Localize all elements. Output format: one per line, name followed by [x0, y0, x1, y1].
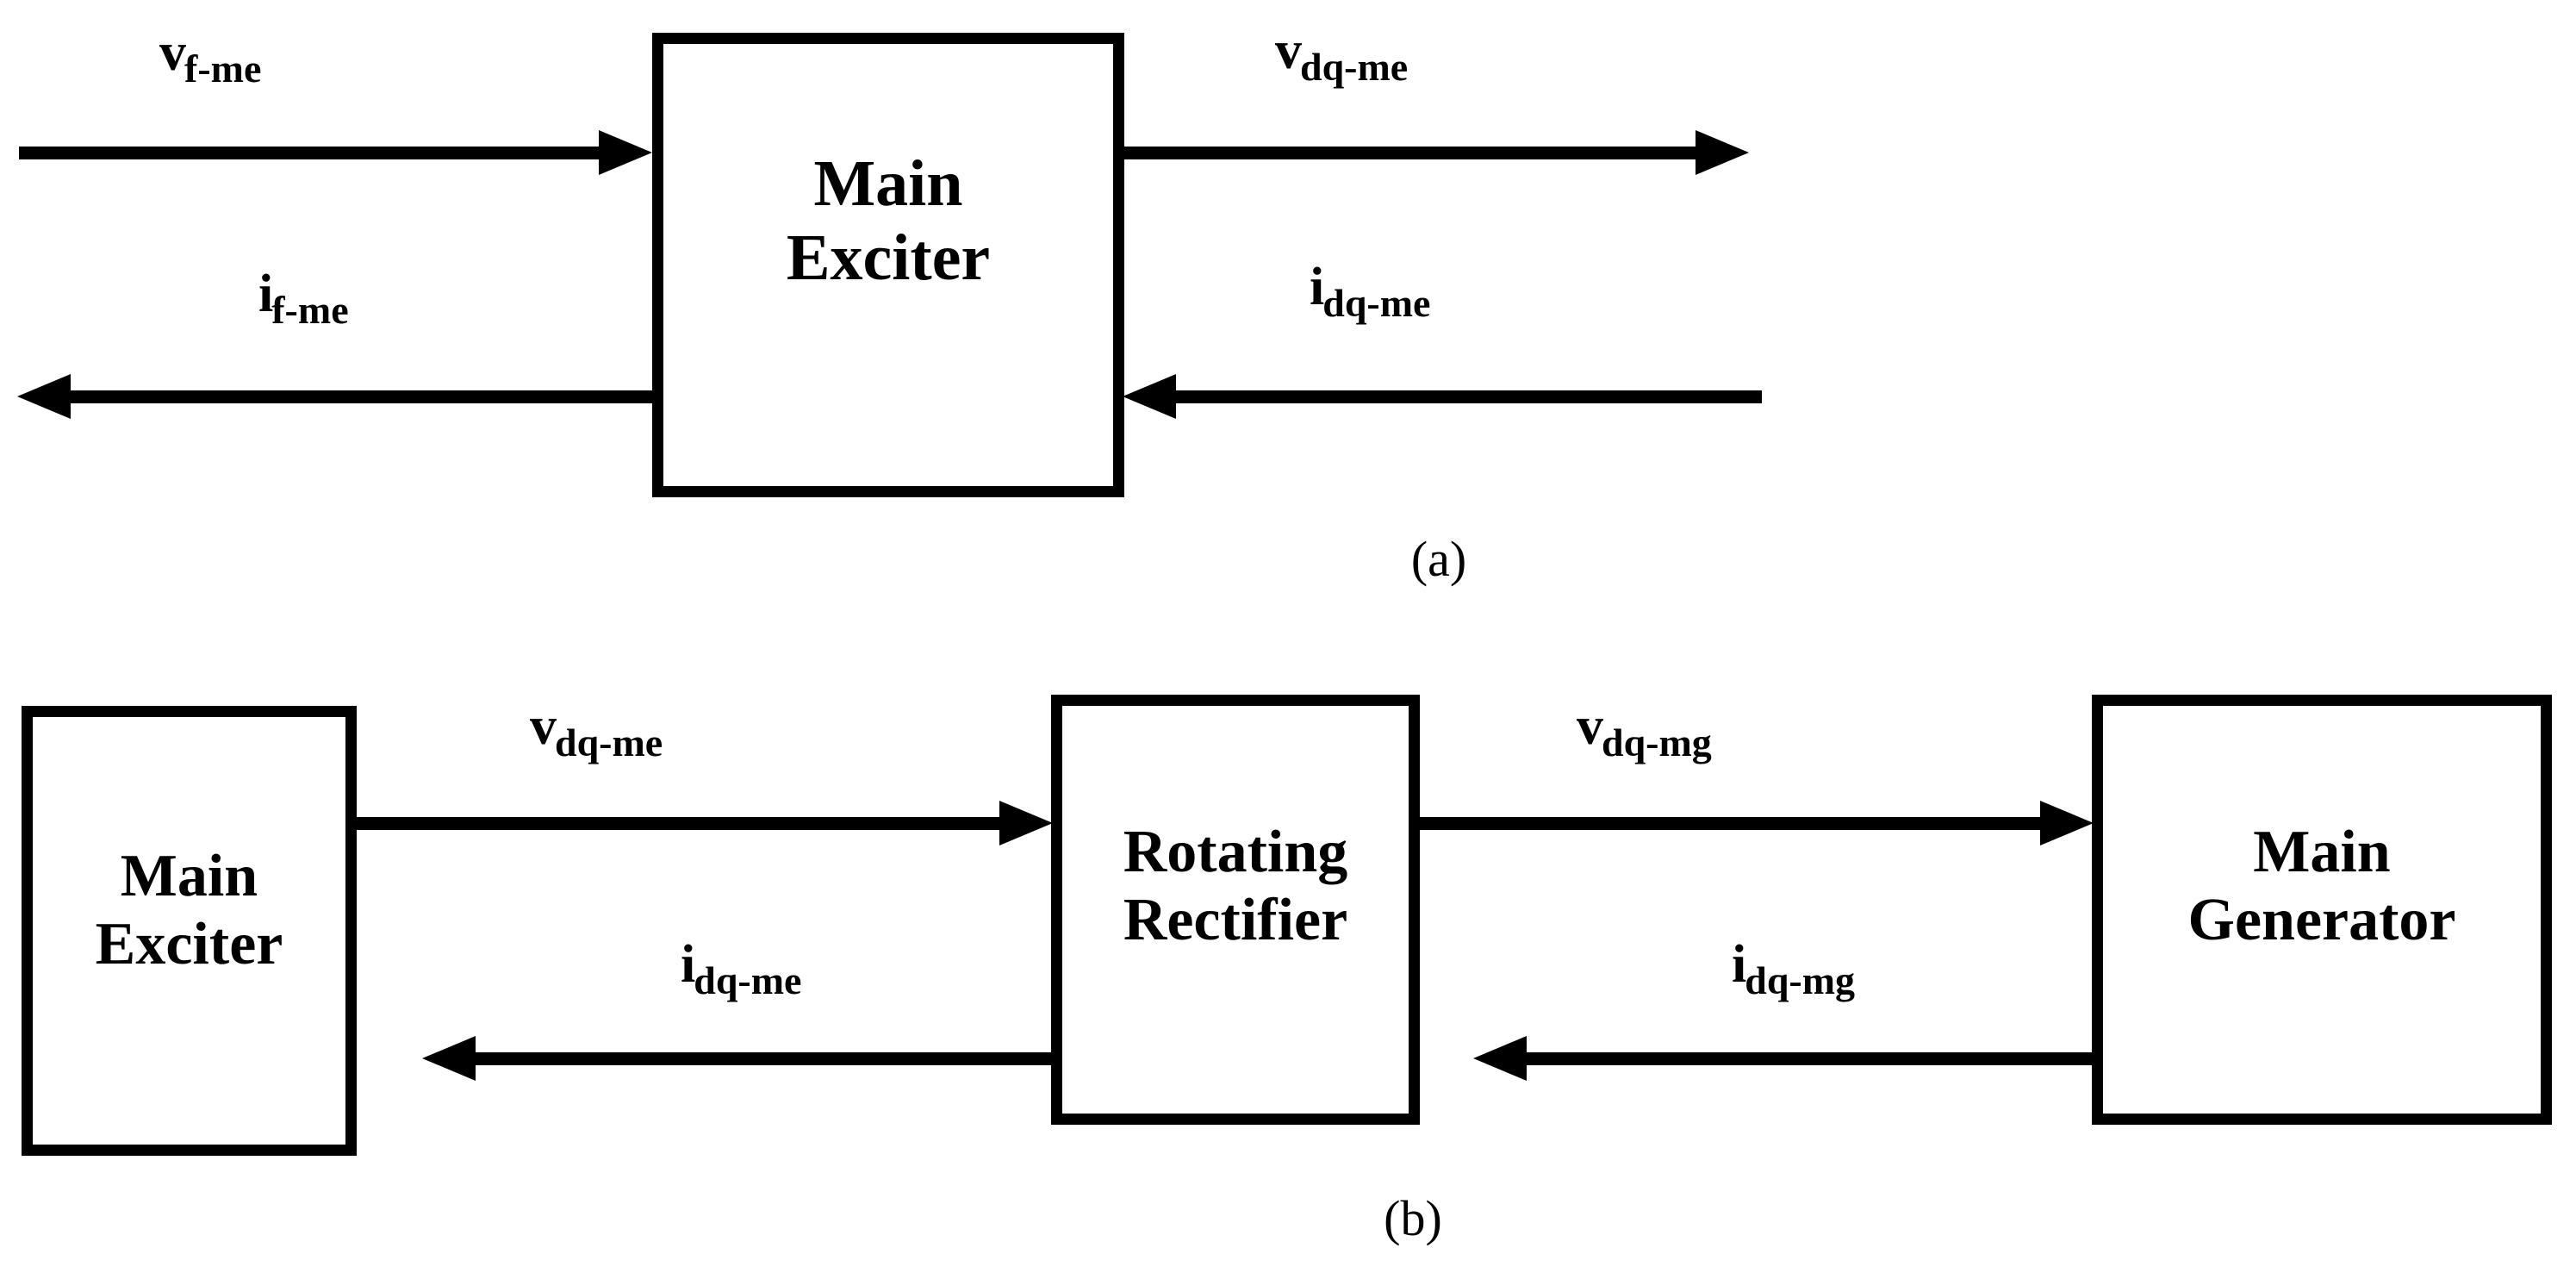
- panel-caption-a: (a): [1410, 531, 1467, 587]
- signal-label-i-dq-mg: idq-mg: [1732, 935, 1857, 1001]
- signal-subscript: dq-mg: [1602, 721, 1712, 764]
- block-label-line1: Main: [813, 147, 963, 220]
- arrowhead-left-icon: [1473, 1036, 1527, 1081]
- block-main-exciter-a: Main Exciter: [652, 33, 1124, 497]
- arrowhead-left-icon: [17, 374, 71, 419]
- signal-subscript: dq-me: [555, 721, 663, 764]
- signal-base: i: [681, 935, 696, 994]
- arrow-shaft: [1420, 817, 2045, 830]
- block-rotating-rectifier: Rotating Rectifier: [1051, 695, 1420, 1125]
- arrowhead-right-icon: [999, 801, 1053, 845]
- signal-subscript: dq-me: [1300, 45, 1409, 89]
- signal-label-i-f-me: if-me: [258, 265, 351, 330]
- arrowhead-right-icon: [599, 130, 652, 175]
- signal-subscript: f-me: [271, 288, 349, 332]
- signal-subscript: dq-me: [694, 958, 802, 1002]
- block-label-line2: Generator: [2187, 887, 2456, 954]
- signal-subscript: dq-mg: [1745, 958, 1856, 1002]
- signal-label-v-dq-me-b: vdq-me: [530, 697, 664, 763]
- signal-label-i-dq-me-a: idq-me: [1310, 258, 1432, 323]
- block-label-line2: Exciter: [786, 221, 991, 294]
- block-main-exciter-b: Main Exciter: [22, 706, 357, 1156]
- signal-base: i: [258, 265, 274, 323]
- arrow-shaft: [1124, 147, 1714, 159]
- signal-subscript: f-me: [184, 47, 262, 90]
- block-label-line1: Rotating: [1123, 819, 1348, 885]
- arrow-shaft: [1173, 390, 1762, 403]
- block-label-line1: Main: [120, 843, 258, 909]
- arrowhead-right-icon: [1696, 130, 1749, 175]
- panel-caption-b: (b): [1384, 1190, 1442, 1246]
- signal-label-v-dq-mg: vdq-mg: [1577, 697, 1714, 763]
- signal-base: v: [530, 697, 557, 756]
- signal-base: v: [1577, 697, 1603, 756]
- arrow-shaft: [19, 147, 618, 159]
- signal-base: v: [159, 23, 186, 82]
- signal-subscript: dq-me: [1322, 281, 1431, 325]
- signal-label-v-f-me: vf-me: [159, 23, 263, 89]
- signal-base: i: [1732, 935, 1747, 994]
- block-main-generator: Main Generator: [2092, 695, 2552, 1125]
- signal-label-i-dq-me-b: idq-me: [681, 935, 803, 1001]
- arrowhead-left-icon: [422, 1036, 476, 1081]
- arrow-shaft: [472, 1052, 1054, 1065]
- signal-base: i: [1310, 258, 1325, 316]
- block-label-line2: Exciter: [95, 911, 283, 978]
- arrow-shaft: [69, 390, 655, 403]
- signal-label-v-dq-me-a: vdq-me: [1275, 22, 1409, 87]
- arrowhead-left-icon: [1123, 374, 1176, 419]
- arrow-shaft: [1523, 1052, 2094, 1065]
- arrow-shaft: [357, 817, 1005, 830]
- arrowhead-right-icon: [2040, 801, 2094, 845]
- block-label-line1: Main: [2253, 819, 2391, 885]
- block-label-line2: Rectifier: [1123, 887, 1348, 954]
- signal-base: v: [1275, 22, 1302, 80]
